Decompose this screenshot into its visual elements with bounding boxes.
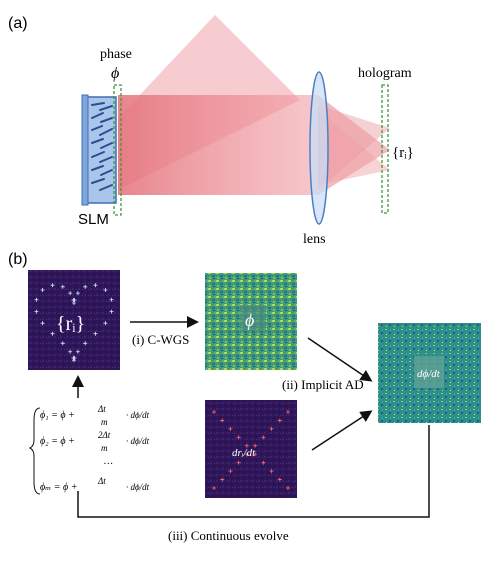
step-ii-label: (ii) Implicit AD <box>282 377 364 392</box>
phase-phi-symbol: ϕ <box>111 65 119 82</box>
equation-derivative: · dϕ/dt <box>126 410 150 420</box>
target-spot <box>68 349 73 354</box>
slm-liquid-crystal-pattern <box>91 102 113 191</box>
target-spot <box>71 355 76 360</box>
target-spot <box>83 284 88 289</box>
converging-beam-3 <box>318 110 390 185</box>
drdt-spot <box>277 418 282 423</box>
equation-coef-denominator: m <box>101 443 108 453</box>
loop-line <box>77 425 430 518</box>
drdt-spot <box>244 443 249 448</box>
dphidt-image: dϕ/dt <box>378 323 481 423</box>
target-spot <box>75 291 80 296</box>
target-spot <box>40 287 45 292</box>
drdt-spot <box>253 443 258 448</box>
target-spot <box>72 358 76 363</box>
equation-ellipsis: … <box>104 456 113 467</box>
equation-coef-numerator: 2Δt <box>98 430 111 440</box>
target-spot <box>109 309 114 314</box>
drdt-label: drᵢ/dt <box>232 447 256 459</box>
drdt-spot <box>277 477 282 482</box>
equation-brace <box>28 407 41 495</box>
drdt-spot <box>253 452 258 457</box>
drdt-image: drᵢ/dt <box>205 400 297 498</box>
equation-derivative: · dϕ/dt <box>126 482 150 492</box>
target-spot <box>34 309 39 314</box>
drdt-spot <box>220 477 225 482</box>
drdt-dots <box>212 410 290 490</box>
target-spot <box>93 283 98 288</box>
arrow-phi-to-grad <box>307 337 373 382</box>
step-iii-label: (iii) Continuous evolve <box>168 528 289 543</box>
equation-derivative: · dϕ/dt <box>126 436 150 446</box>
drdt-spot <box>212 410 216 414</box>
target-spot <box>60 284 65 289</box>
drdt-spot <box>269 469 274 474</box>
target-spot <box>83 341 88 346</box>
target-spot <box>103 287 108 292</box>
drdt-spot <box>236 435 241 440</box>
target-dots <box>34 283 114 363</box>
target-spot <box>60 341 65 346</box>
converging-beam-2 <box>318 105 390 190</box>
hologram-label: hologram <box>358 66 412 81</box>
target-spot <box>50 331 55 336</box>
equation-coef-numerator: Δt <box>97 476 106 486</box>
phase-plane <box>113 84 122 216</box>
step-i-label: (i) C-WGS <box>132 332 189 347</box>
target-pattern-image: {rᵢ} <box>28 270 120 370</box>
phase-label: phase <box>100 47 132 62</box>
target-spot <box>34 297 39 302</box>
drdt-spot <box>228 469 233 474</box>
target-spot <box>109 297 114 302</box>
equation-lhs: ϕ₁ = ϕ + <box>40 410 75 421</box>
drdt-spot <box>286 486 290 490</box>
drdt-spot <box>269 426 274 431</box>
phase-map-image: ϕ <box>205 273 297 370</box>
slm-backplate <box>81 94 89 206</box>
main-beam <box>118 95 318 195</box>
slm-label: SLM <box>78 211 109 228</box>
drdt-spot <box>244 452 249 457</box>
target-spot <box>68 291 73 296</box>
dphidt-label: dϕ/dt <box>417 368 441 380</box>
arrow-drdt-to-grad <box>311 410 373 451</box>
target-spot <box>72 301 76 305</box>
target-spot <box>93 331 98 336</box>
target-spot <box>103 321 108 326</box>
converging-beam-1 <box>318 95 390 195</box>
equation-list: ϕ₁ = ϕ + Δt m · dϕ/dt ϕ₂ = ϕ + 2Δt m · dϕ/dt … ϕₘ… <box>40 404 150 493</box>
equation-coef-denominator: m <box>101 417 108 427</box>
target-spot <box>50 283 55 288</box>
drdt-spot <box>212 486 216 490</box>
equation-lhs: ϕₘ = ϕ + <box>40 482 77 493</box>
ri-label-a: {rᵢ} <box>392 145 414 161</box>
equation-lhs: ϕ₂ = ϕ + <box>40 436 75 447</box>
target-ri-label: {rᵢ} <box>56 313 85 335</box>
panel-b-label: (b) <box>8 251 28 268</box>
equation-coef-numerator: Δt <box>97 404 106 414</box>
lens-label: lens <box>303 232 326 247</box>
target-spot <box>71 298 76 303</box>
drdt-spot <box>261 435 266 440</box>
lens <box>309 71 329 225</box>
panel-a-label: (a) <box>8 15 28 32</box>
drdt-spot <box>228 426 233 431</box>
target-spot <box>40 321 45 326</box>
hologram-plane <box>381 84 389 214</box>
drdt-spot <box>286 410 290 414</box>
drdt-spot <box>261 460 266 465</box>
drdt-spot <box>236 460 241 465</box>
phase-map-phi: ϕ <box>245 310 254 330</box>
drdt-spot <box>220 418 225 423</box>
target-spot <box>75 349 80 354</box>
